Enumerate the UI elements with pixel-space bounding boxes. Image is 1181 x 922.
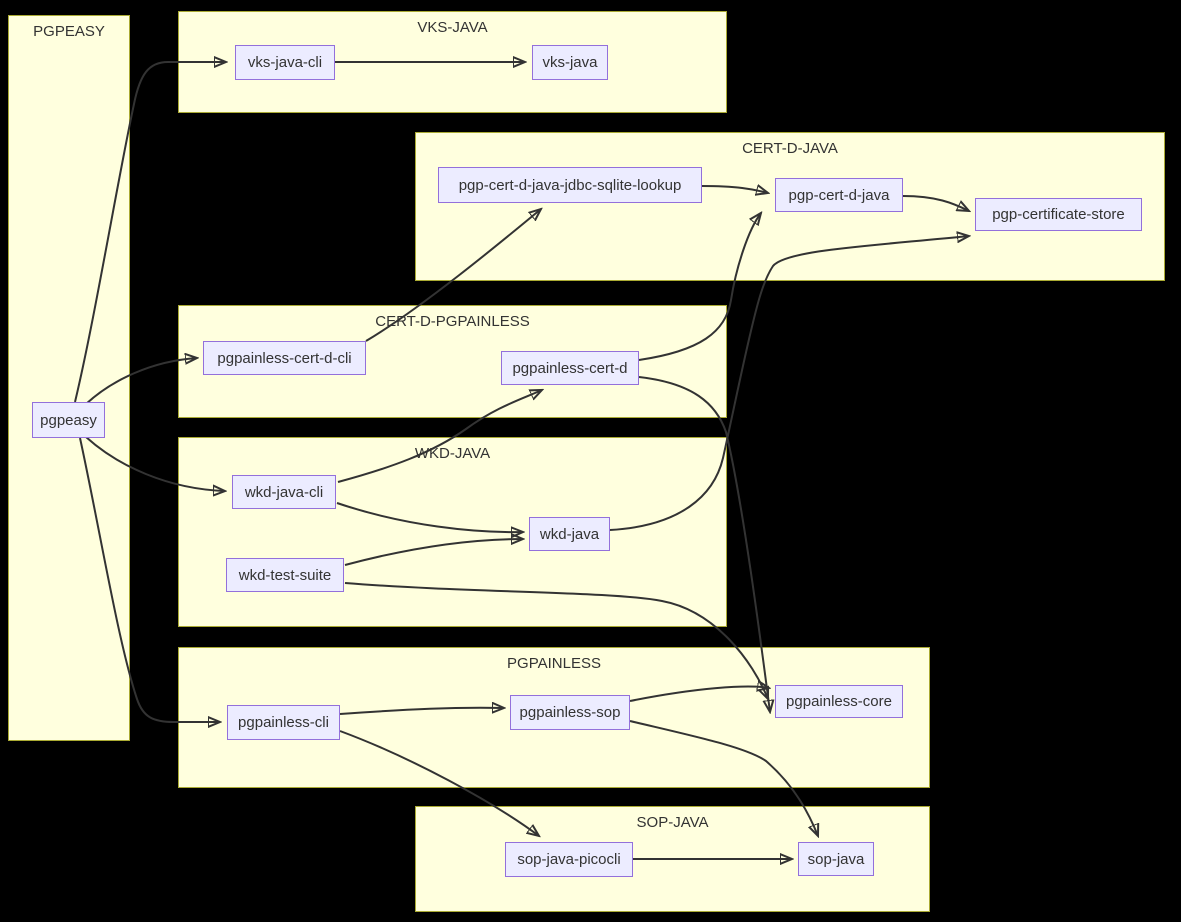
node-wkd-test-suite: wkd-test-suite xyxy=(226,558,344,592)
group-title-pgpainless: PGPAINLESS xyxy=(507,655,601,672)
edge-pgpainless-cert-d-cli-jdbc-sqlite-lookup xyxy=(365,209,541,342)
node-pgp-certificate-store: pgp-certificate-store xyxy=(975,198,1142,231)
edge-jdbc-sqlite-lookup-pgp-cert-d-java xyxy=(701,186,768,193)
group-title-vks-java: VKS-JAVA xyxy=(417,19,488,36)
node-pgp-cert-d-java: pgp-cert-d-java xyxy=(775,178,903,212)
edge-pgpainless-cert-d-pgpainless-core xyxy=(638,376,770,712)
node-pgp-cert-d-java-jdbc-sqlite-lookup: pgp-cert-d-java-jdbc-sqlite-lookup xyxy=(438,167,702,203)
group-title-sop-java: SOP-JAVA xyxy=(636,814,709,831)
edge-wkd-java-cli-pgpainless-cert-d xyxy=(337,390,542,483)
edge-pgpainless-cli-pgpainless-sop xyxy=(339,708,504,715)
group-box-wkd-java: WKD-JAVA xyxy=(178,437,727,627)
edge-pgpeasy-wkd-java-cli xyxy=(85,436,225,491)
edge-pgpeasy-pgpainless-cert-d-cli xyxy=(85,358,197,405)
edge-wkd-java-pgp-certificate-store xyxy=(609,236,969,531)
group-title-cert-d-java: CERT-D-JAVA xyxy=(742,140,838,157)
node-wkd-java: wkd-java xyxy=(529,517,610,551)
edge-pgpainless-cert-d-pgp-cert-d-java xyxy=(638,213,761,361)
edge-pgpainless-sop-sop-java xyxy=(629,720,818,836)
node-sop-java: sop-java xyxy=(798,842,874,876)
node-sop-java-picocli: sop-java-picocli xyxy=(505,842,633,877)
node-pgpainless-cert-d: pgpainless-cert-d xyxy=(501,351,639,385)
node-pgpainless-cli: pgpainless-cli xyxy=(227,705,340,740)
group-box-pgpeasy: PGPEASY xyxy=(8,15,130,741)
node-pgpainless-core: pgpainless-core xyxy=(775,685,903,718)
node-pgpeasy: pgpeasy xyxy=(32,402,105,438)
edge-pgpeasy-vks-java-cli xyxy=(74,62,226,403)
edge-pgpainless-cli-sop-java-picocli xyxy=(339,730,539,836)
edge-pgpainless-sop-pgpainless-core xyxy=(629,687,769,702)
group-title-pgpeasy: PGPEASY xyxy=(33,23,105,40)
edge-wkd-java-cli-wkd-java xyxy=(336,502,523,532)
node-vks-java-cli: vks-java-cli xyxy=(235,45,335,80)
node-wkd-java-cli: wkd-java-cli xyxy=(232,475,336,509)
node-pgpainless-cert-d-cli: pgpainless-cert-d-cli xyxy=(203,341,366,375)
node-pgpainless-sop: pgpainless-sop xyxy=(510,695,630,730)
group-title-cert-d-pgpainless: CERT-D-PGPAINLESS xyxy=(375,313,530,330)
group-title-wkd-java: WKD-JAVA xyxy=(414,445,491,462)
edge-pgp-cert-d-java-pgp-certificate-store xyxy=(902,195,969,211)
node-vks-java: vks-java xyxy=(532,45,608,80)
edge-pgpeasy-pgpainless-cli xyxy=(79,437,220,722)
edge-wkd-test-suite-pgpainless-core xyxy=(344,582,768,699)
edge-wkd-test-suite-wkd-java xyxy=(344,539,523,566)
